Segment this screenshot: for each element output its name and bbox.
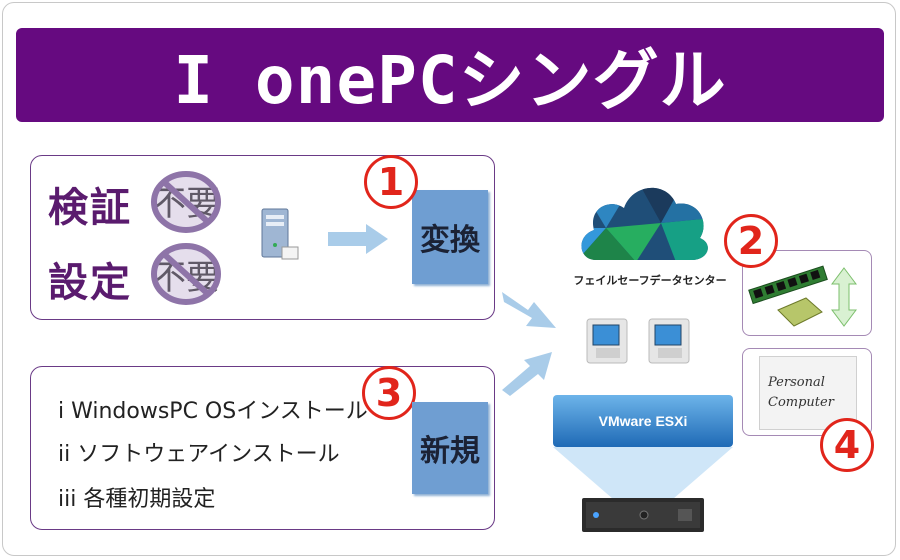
arrows-to-center <box>502 292 556 396</box>
personal-computer-card: Personal Computer <box>759 356 857 430</box>
arrow-right-icon <box>328 224 388 254</box>
computer-text: Computer <box>768 395 834 410</box>
settings-label: 設定 <box>48 260 132 306</box>
title-bar: I onePCシングル <box>16 28 884 122</box>
projection-beam <box>553 447 733 499</box>
new-box: 新規 <box>412 402 488 494</box>
list-item: iii 各種初期設定 <box>58 487 216 512</box>
prohibited-icon <box>151 243 221 305</box>
rack-server-icon <box>582 498 704 532</box>
convert-box: 変換 <box>412 190 488 284</box>
list-item: i WindowsPC OSインストール <box>58 399 368 424</box>
step-number-4: 4 <box>820 418 874 472</box>
virtual-machine-icon <box>648 318 690 364</box>
vmware-esxi-label: VMware ESXi <box>553 395 733 447</box>
cloud-icon <box>581 187 708 260</box>
virtual-machine-icon <box>586 318 628 364</box>
step-number-1: 1 <box>364 155 418 209</box>
step-number-2: 2 <box>724 214 778 268</box>
memory-cpu-icon <box>748 265 857 327</box>
verification-label: 検証 <box>48 185 132 231</box>
personal-text: Personal <box>768 375 825 390</box>
page-title: I onePCシングル <box>173 42 727 119</box>
server-tower-icon <box>261 208 299 260</box>
cloud-caption: フェイルセーフデータセンター <box>573 274 727 287</box>
list-item: ii ソフトウェアインストール <box>58 442 340 467</box>
step-number-3: 3 <box>362 366 416 420</box>
prohibited-icon <box>151 171 221 233</box>
